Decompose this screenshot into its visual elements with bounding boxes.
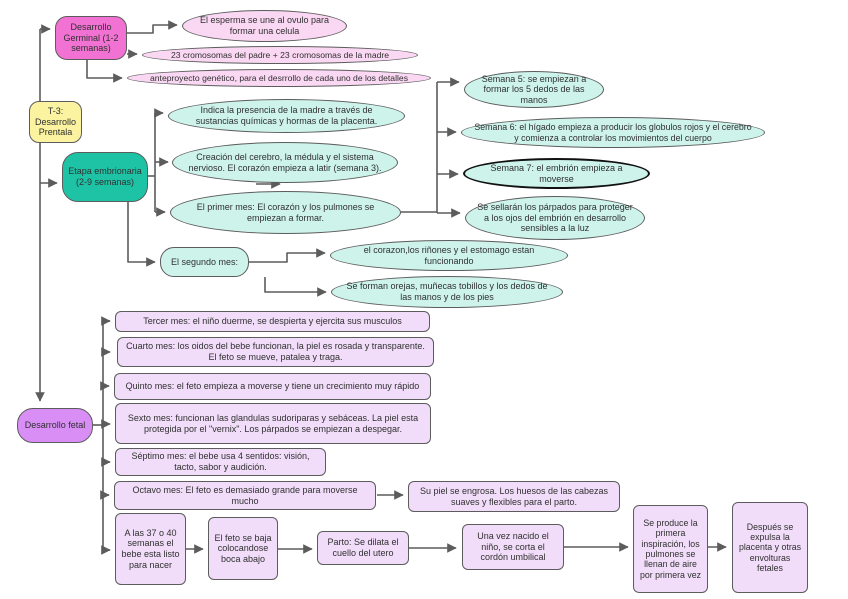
node-esperma-ovulo[interactable]: El esperma se une al ovulo para formar u… — [182, 10, 347, 42]
node-feto-se-baja[interactable]: El feto se baja colocandose boca abajo — [208, 517, 278, 580]
node-primer-mes[interactable]: El primer mes: El corazón y los pulmones… — [170, 191, 401, 234]
node-parpados[interactable]: Se sellarán los párpados para proteger a… — [465, 196, 645, 240]
node-indica-presencia[interactable]: Indica la presencia de la madre a través… — [168, 99, 405, 133]
node-semana6[interactable]: Semana 6: el hígado empieza a producir l… — [461, 117, 765, 148]
node-corazon-rinones[interactable]: el corazon,los riñones y el estomago est… — [330, 240, 568, 271]
node-23-cromosomas[interactable]: 23 cromosomas del padre + 23 cromosomas … — [142, 46, 418, 64]
node-etapa-embrionaria[interactable]: Etapa embrionaria (2-9 semanas) — [62, 152, 148, 202]
node-root-t3[interactable]: T-3: Desarrollo Prentala — [29, 101, 82, 143]
node-expulsa-placenta[interactable]: Después se expulsa la placenta y otras e… — [732, 502, 808, 593]
node-37-40-semanas[interactable]: A las 37 o 40 semanas el bebe esta listo… — [115, 513, 186, 585]
node-parto[interactable]: Parto: Se dilata el cuello del utero — [317, 531, 409, 565]
node-octavo-mes[interactable]: Octavo mes: El feto es demasiado grande … — [114, 481, 376, 510]
node-creacion-cerebro[interactable]: Creación del cerebro, la médula y el sis… — [172, 142, 398, 183]
node-desarrollo-germinal[interactable]: Desarrollo Germinal (1-2 semanas) — [55, 16, 127, 60]
node-desarrollo-fetal[interactable]: Desarrollo fetal — [17, 408, 93, 443]
node-segundo-mes[interactable]: El segundo mes: — [160, 247, 249, 277]
node-cuarto-mes[interactable]: Cuarto mes: los oidos del bebe funcionan… — [117, 337, 434, 367]
node-septimo-mes[interactable]: Séptimo mes: el bebe usa 4 sentidos: vis… — [115, 448, 326, 476]
node-anteproyecto-genetico[interactable]: anteproyecto genético, para el desrrollo… — [127, 69, 431, 87]
node-piel-engrosa[interactable]: Su piel se engrosa. Los huesos de las ca… — [408, 481, 620, 512]
node-quinto-mes[interactable]: Quinto mes: el feto empieza a moverse y … — [114, 373, 431, 400]
node-primera-inspiracion[interactable]: Se produce la primera inspiración, los p… — [633, 505, 708, 593]
node-semana5[interactable]: Semana 5: se empiezan a formar los 5 ded… — [464, 71, 604, 108]
node-sexto-mes[interactable]: Sexto mes: funcionan las glandulas sudor… — [115, 403, 431, 444]
node-cordon-umbilical[interactable]: Una vez nacido el niño, se corta el cord… — [462, 524, 564, 570]
node-orejas-munecas[interactable]: Se forman orejas, muñecas tobillos y los… — [331, 276, 563, 308]
node-semana7-highlighted[interactable]: Semana 7: el embrión empieza a moverse — [463, 158, 650, 189]
node-tercer-mes[interactable]: Tercer mes: el niño duerme, se despierta… — [115, 311, 430, 332]
